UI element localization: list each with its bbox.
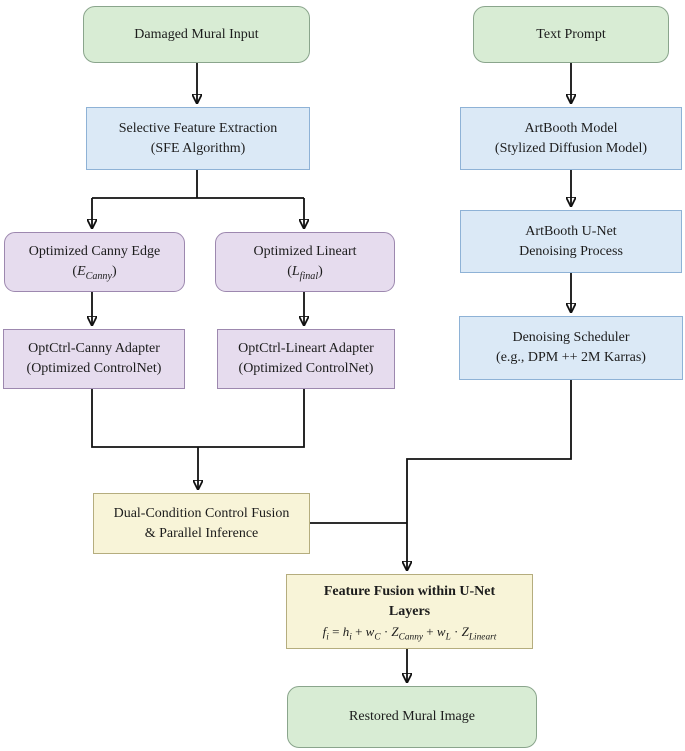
node-text-prompt: Text Prompt	[473, 6, 669, 63]
node-label: ArtBooth U-Net	[525, 223, 617, 239]
node-optimized-canny-edge: Optimized Canny Edge (ECanny)	[4, 232, 185, 292]
node-label: Text Prompt	[536, 26, 606, 42]
node-restored-mural-image: Restored Mural Image	[287, 686, 537, 748]
node-artbooth-model: ArtBooth Model (Stylized Diffusion Model…	[460, 107, 682, 170]
node-sublabel: & Parallel Inference	[144, 525, 259, 541]
node-label: Feature Fusion within U-Net	[323, 583, 496, 599]
node-sublabel: (SFE Algorithm)	[150, 140, 246, 156]
node-sublabel: (Optimized ControlNet)	[26, 361, 162, 376]
node-sublabel: (e.g., DPM ++ 2M Karras)	[496, 350, 646, 365]
node-label: Restored Mural Image	[349, 709, 475, 725]
node-label: Dual-Condition Control Fusion	[113, 505, 290, 521]
node-label: Damaged Mural Input	[134, 26, 259, 42]
node-sublabel: (Optimized ControlNet)	[238, 361, 374, 376]
node-label: Denoising Scheduler	[512, 330, 630, 346]
node-label-line2: Layers	[388, 603, 431, 619]
node-label: OptCtrl-Canny Adapter	[28, 341, 160, 357]
node-label: Optimized Lineart	[253, 244, 357, 260]
feature-fusion-formula: fi = hi + wC · ZCanny + wL · ZLineart	[322, 623, 497, 643]
node-optctrl-canny-adapter: OptCtrl-Canny Adapter (Optimized Control…	[3, 329, 185, 389]
node-sublabel: (Stylized Diffusion Model)	[494, 140, 648, 156]
node-dual-condition-fusion: Dual-Condition Control Fusion & Parallel…	[93, 493, 310, 554]
node-optctrl-lineart-adapter: OptCtrl-Lineart Adapter (Optimized Contr…	[217, 329, 395, 389]
connector-sfe-branch-trunk	[92, 170, 304, 199]
node-denoising-scheduler: Denoising Scheduler (e.g., DPM ++ 2M Kar…	[459, 316, 683, 380]
node-sublabel: Denoising Process	[519, 243, 623, 259]
node-feature-fusion: Feature Fusion within U-Net Layers fi = …	[286, 574, 533, 649]
node-optimized-lineart: Optimized Lineart (Lfinal)	[215, 232, 395, 292]
node-label: Optimized Canny Edge	[28, 244, 161, 260]
node-label: Selective Feature Extraction	[118, 120, 278, 136]
node-label: ArtBooth Model	[524, 120, 618, 136]
node-artbooth-unet-denoising: ArtBooth U-Net Denoising Process	[460, 210, 682, 273]
node-selective-feature-extraction: Selective Feature Extraction (SFE Algori…	[86, 107, 310, 170]
node-symbol: (ECanny)	[72, 264, 117, 282]
node-label: OptCtrl-Lineart Adapter	[238, 341, 374, 357]
connector-scheduler-to-fusion	[407, 380, 572, 570]
node-damaged-mural-input: Damaged Mural Input	[83, 6, 310, 63]
node-symbol: (Lfinal)	[287, 264, 323, 282]
connector-adapters-merge	[91, 389, 305, 448]
